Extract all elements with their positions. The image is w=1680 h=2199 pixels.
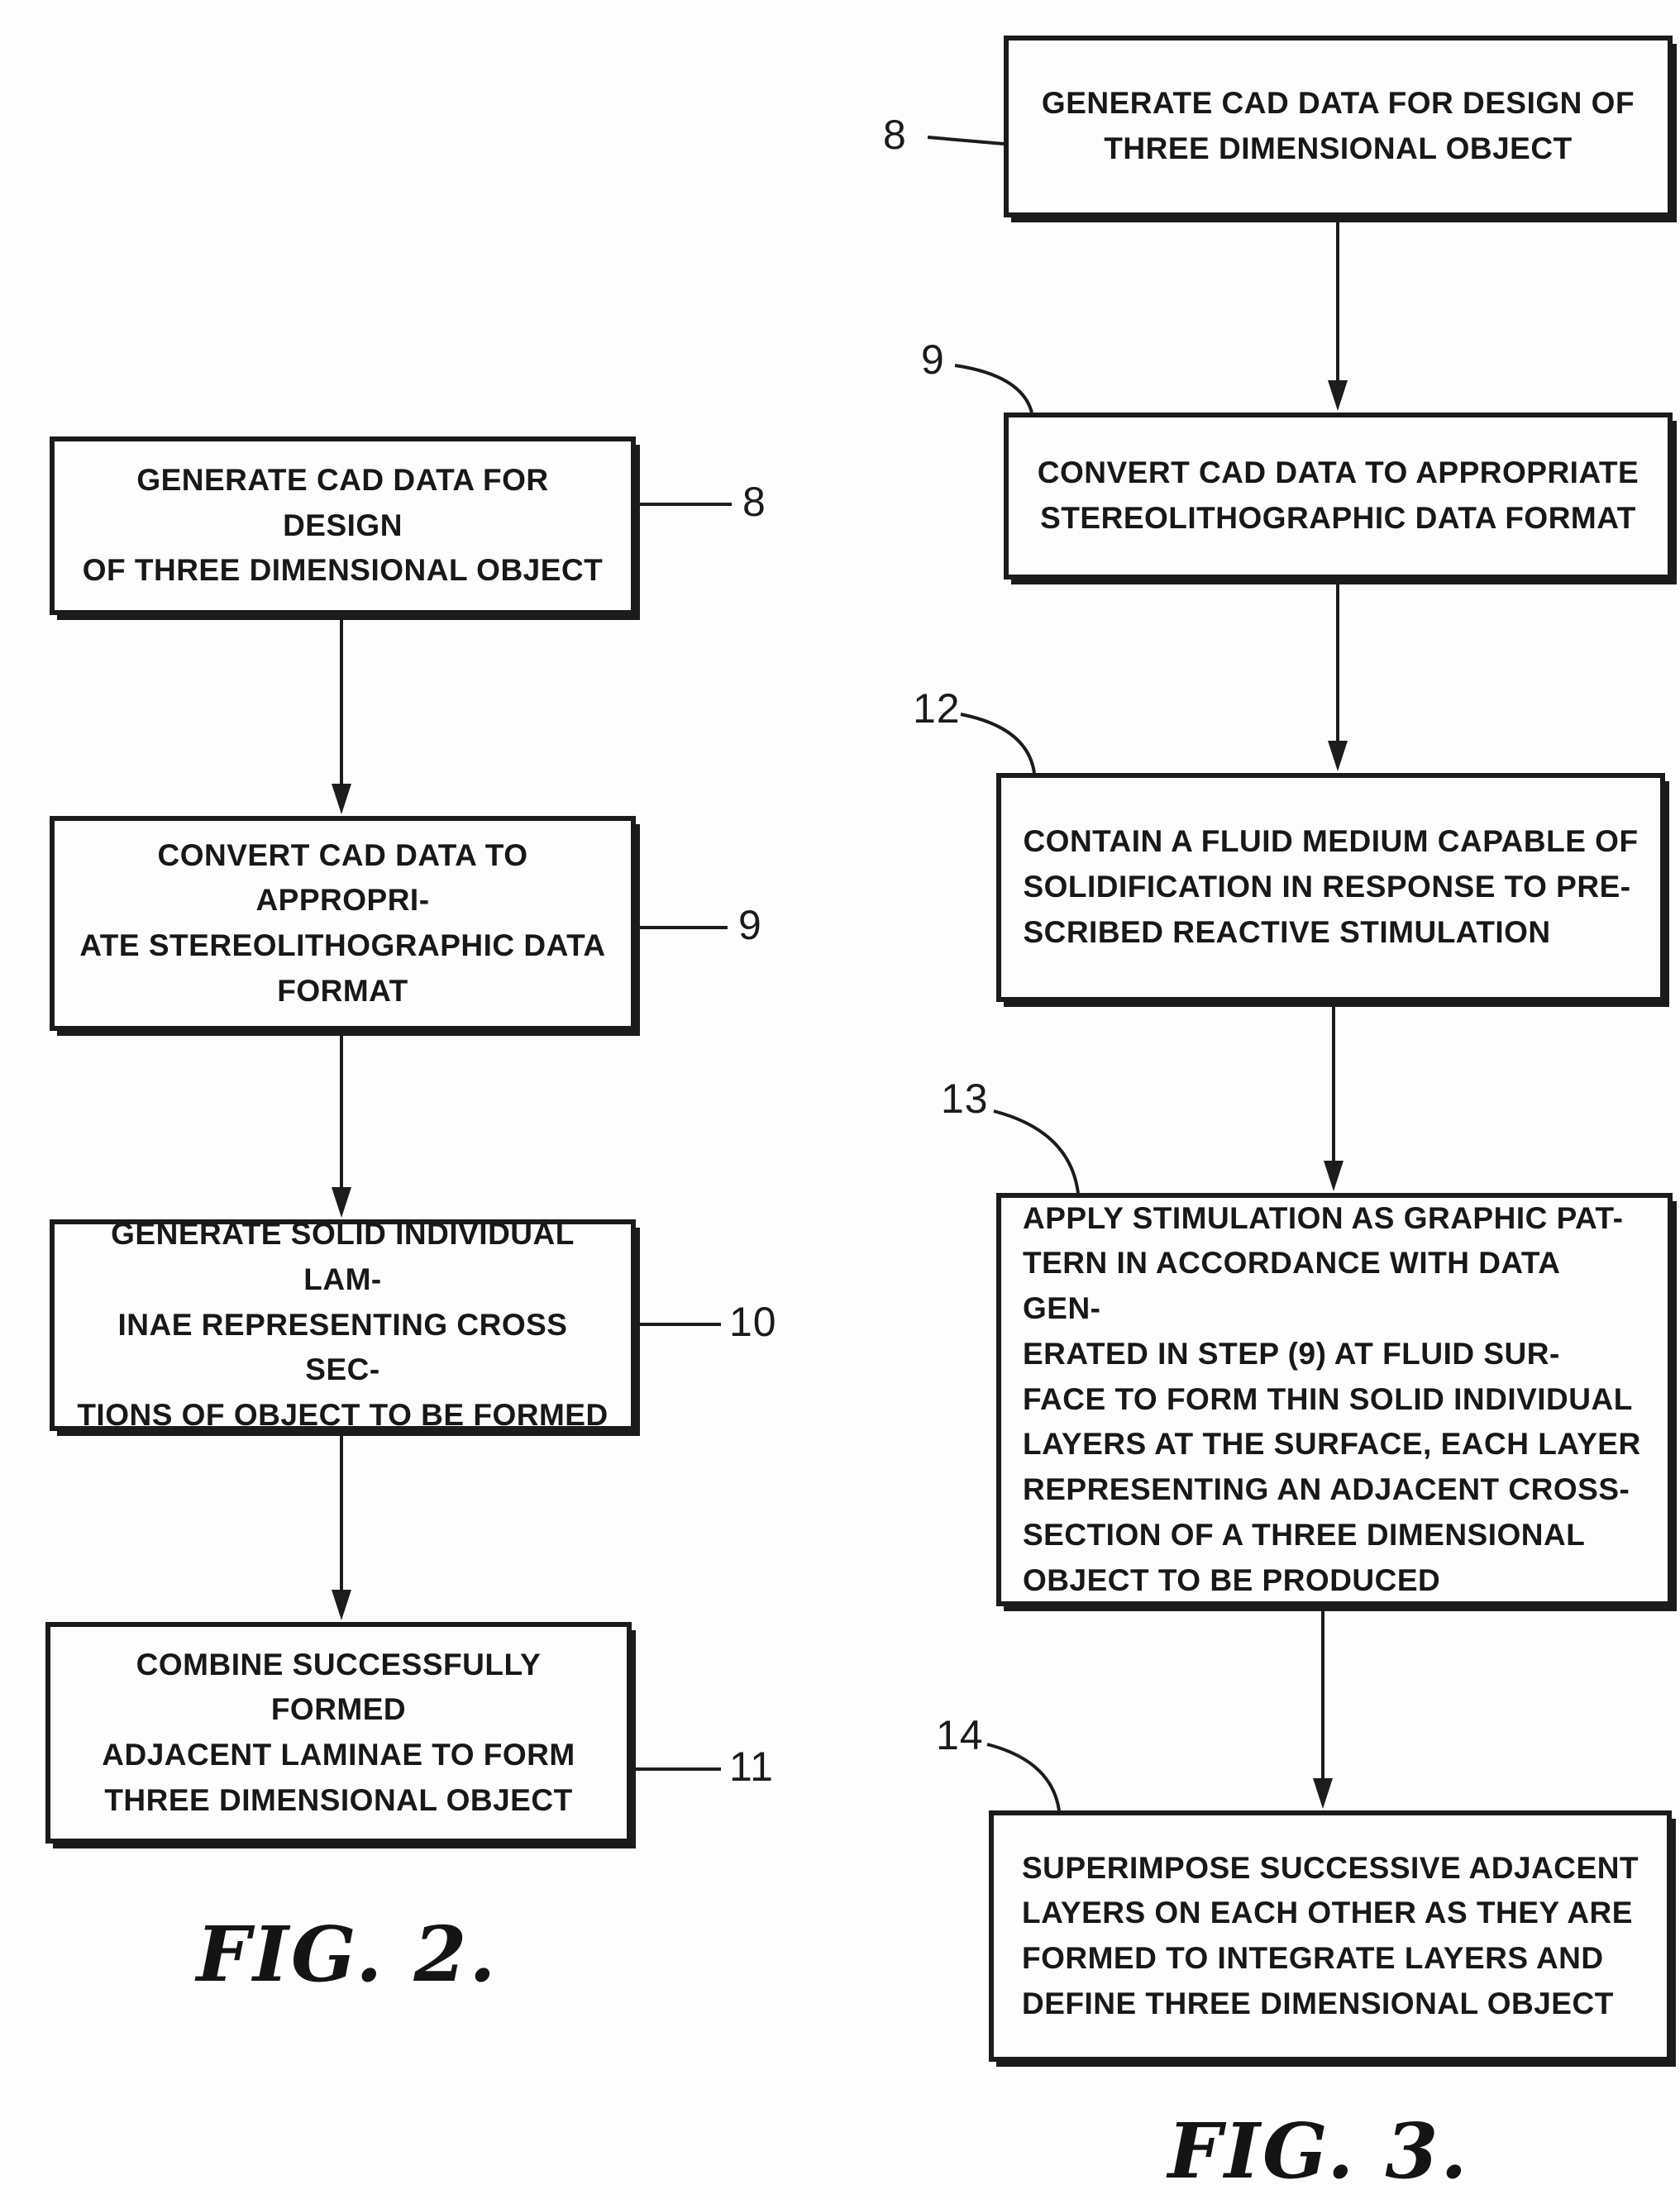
ref-label-fig3-8: 8 [883,112,907,158]
arrowhead-icon [1328,741,1348,771]
ref-label-fig3-13: 13 [941,1076,989,1122]
flowchart-box-text: COMBINE SUCCESSFULLY FORMED ADJACENT LAM… [102,1647,575,1817]
flowchart-box-fig3-step12: CONTAIN A FLUID MEDIUM CAPABLE OF SOLIDI… [996,773,1665,1002]
flowchart-box-fig3-step9: CONVERT CAD DATA TO APPROPRIATE STEREOLI… [1004,413,1673,580]
arrowhead-icon [1328,380,1348,411]
flowchart-box-fig2-step9: CONVERT CAD DATA TO APPROPRI- ATE STEREO… [50,816,636,1031]
ref-label-fig2-11: 11 [729,1743,774,1790]
ref-label-fig2-8: 8 [742,479,766,525]
flowchart-box-text: CONVERT CAD DATA TO APPROPRI- ATE STEREO… [79,837,606,1008]
figure-caption-fig2: FIG. 2. [196,1910,499,1999]
flowchart-box-fig3-step14: SUPERIMPOSE SUCCESSIVE ADJACENT LAYERS O… [989,1810,1672,2062]
flowchart-box-text: SUPERIMPOSE SUCCESSIVE ADJACENT LAYERS O… [1021,1850,1639,2020]
flowchart-box-fig3-step8: GENERATE CAD DATA FOR DESIGN OF THREE DI… [1004,36,1673,217]
leader-line [954,364,1033,413]
ref-label-fig3-14: 14 [936,1712,984,1758]
ref-label-fig3-12: 12 [913,685,961,732]
arrowhead-icon [332,1590,351,1620]
flowchart-box-fig2-step8: GENERATE CAD DATA FOR DESIGN OF THREE DI… [50,436,636,615]
flowchart-box-fig2-step10: GENERATE SOLID INDIVIDUAL LAM- INAE REPR… [50,1217,636,1432]
flowchart-box-text: GENERATE SOLID INDIVIDUAL LAM- INAE REPR… [77,1217,609,1433]
ref-label-fig3-9: 9 [921,336,945,383]
leader-line [986,1743,1061,1811]
flowchart-box-fig3-step13: APPLY STIMULATION AS GRAPHIC PAT- TERN I… [996,1193,1673,1606]
flowchart-box-text: APPLY STIMULATION AS GRAPHIC PAT- TERN I… [1023,1200,1641,1597]
flowchart-box-text: GENERATE CAD DATA FOR DESIGN OF THREE DI… [1041,86,1635,165]
flowchart-box-text: CONTAIN A FLUID MEDIUM CAPABLE OF SOLIDI… [1023,824,1639,949]
flowchart-box-fig2-step11: COMBINE SUCCESSFULLY FORMED ADJACENT LAM… [45,1622,632,1844]
flowchart-box-text: GENERATE CAD DATA FOR DESIGN OF THREE DI… [82,462,604,588]
figure-caption-fig3: FIG. 3. [1167,2106,1470,2196]
arrowhead-icon [1313,1778,1333,1809]
leader-line [993,1109,1080,1194]
ref-label-fig2-9: 9 [738,902,762,948]
arrowhead-icon [1324,1161,1344,1191]
leader-line [960,713,1036,774]
flowchart-box-text: CONVERT CAD DATA TO APPROPRIATE STEREOLI… [1037,456,1639,535]
arrowhead-icon [332,784,351,814]
ref-label-fig2-10: 10 [729,1299,777,1345]
leader-line [927,136,1005,145]
